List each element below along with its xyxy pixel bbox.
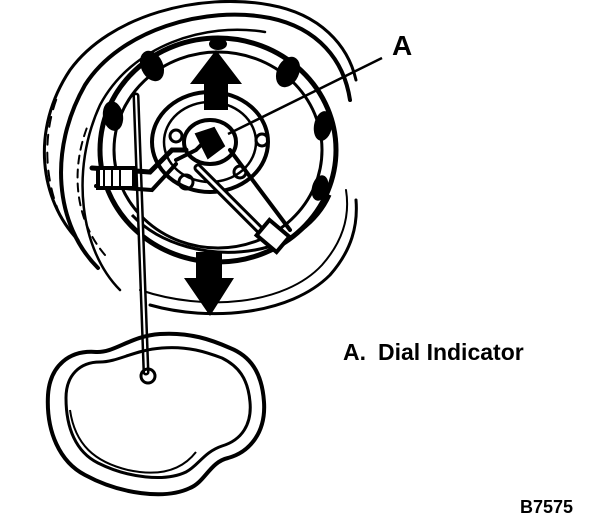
dial-indicator-arm (174, 130, 293, 255)
callout-label-a: A (392, 30, 413, 61)
legend-key: A. (343, 339, 366, 365)
figure-code: B7575 (520, 497, 574, 517)
legend-entry: A. Dial Indicator (343, 341, 524, 364)
wheel-outer-rings (42, 0, 358, 316)
arrow-up-icon (190, 50, 242, 110)
indicator-mount-rod (89, 92, 189, 385)
callout-leader-line (227, 56, 383, 136)
arrow-down-icon (184, 252, 234, 316)
legend-text: Dial Indicator (378, 339, 524, 365)
wheel-lug-holes (102, 38, 333, 201)
magnetic-base (45, 331, 267, 497)
